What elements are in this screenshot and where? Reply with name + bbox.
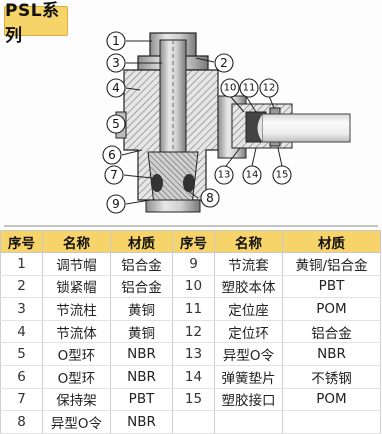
cell-name: 定位环 (214, 320, 283, 344)
cell-no: 10 (172, 275, 215, 299)
cell-no: 14 (172, 365, 215, 389)
callout-4: 4 (112, 81, 120, 95)
fitting-section-diagram: 1 2 3 4 5 6 7 8 9 10 11 12 13 14 15 (4, 31, 378, 227)
header-no: 序号 (0, 230, 43, 253)
callout-5: 5 (112, 117, 120, 131)
cell-material: 铝合金 (110, 275, 173, 299)
header-no: 序号 (172, 230, 215, 253)
table-row: 4 节流体 黄铜 12 定位环 铝合金 (0, 320, 381, 344)
cell-material: 铝合金 (282, 320, 381, 344)
callout-9: 9 (112, 197, 120, 211)
cell-material: 不锈钢 (282, 365, 381, 389)
cell-name: 锁紧帽 (42, 275, 111, 299)
table-row: 8 异型O令 NBR (0, 410, 381, 434)
cell-name: 节流体 (42, 320, 111, 344)
cell-material: 黄铜 (110, 320, 173, 344)
cross-section-drawing: PSL系列 (4, 1, 378, 227)
cell-no: 5 (0, 342, 43, 366)
cell-no: 2 (0, 275, 43, 299)
cell-material: 铝合金 (110, 252, 173, 276)
cell-name: 节流柱 (42, 297, 111, 321)
cell-no: 15 (172, 388, 215, 412)
callout-7: 7 (110, 168, 118, 182)
cell-material: 黄铜/铝合金 (282, 252, 381, 276)
cell-material: 黄铜 (110, 297, 173, 321)
cell-no: 12 (172, 320, 215, 344)
cell-no: 13 (172, 342, 215, 366)
cell-material: POM (282, 297, 381, 321)
cell-name: 弹簧垫片 (214, 365, 283, 389)
table-row: 2 锁紧帽 铝合金 10 塑胶本体 PBT (0, 275, 381, 299)
cell-no: 3 (0, 297, 43, 321)
cell-material: PBT (110, 388, 173, 412)
cell-material: POM (282, 388, 381, 412)
callout-15: 15 (276, 170, 289, 181)
table-row: 7 保持架 PBT 15 塑胶接口 POM (0, 388, 381, 412)
header-name: 名称 (214, 230, 283, 253)
series-title: PSL系列 (4, 1, 68, 46)
header-material: 材质 (282, 230, 381, 253)
table-row: 5 O型环 NBR 13 异型O令 NBR (0, 342, 381, 366)
callout-2: 2 (220, 56, 228, 70)
cell-name: 调节帽 (42, 252, 111, 276)
cell-name: O型环 (42, 342, 111, 366)
cell-name: 塑胶本体 (214, 275, 283, 299)
cell-no: 9 (172, 252, 215, 276)
cell-no: 7 (0, 388, 43, 412)
cell-name: 保持架 (42, 388, 111, 412)
cell-name: 异型O令 (214, 342, 283, 366)
cell-name: 定位座 (214, 297, 283, 321)
cell-material: NBR (110, 342, 173, 366)
cell-name: 节流套 (214, 252, 283, 276)
cell-material: NBR (282, 342, 381, 366)
cell-name: 塑胶接口 (214, 388, 283, 412)
cell-no: 11 (172, 297, 215, 321)
callout-6: 6 (108, 148, 116, 162)
table-row: 1 调节帽 铝合金 9 节流套 黄铜/铝合金 (0, 252, 381, 276)
cell-name: 异型O令 (42, 410, 111, 434)
parts-table-header: 序号 名称 材质 序号 名称 材质 (0, 230, 381, 253)
callout-3: 3 (112, 56, 120, 70)
table-row: 6 O型环 NBR 14 弹簧垫片 不锈钢 (0, 365, 381, 389)
callout-12: 12 (263, 83, 276, 94)
callout-1: 1 (112, 34, 120, 48)
callout-8: 8 (206, 191, 214, 205)
parts-table: 序号 名称 材质 序号 名称 材质 1 调节帽 铝合金 9 节流套 黄铜/铝合金… (0, 230, 381, 434)
cell-no: 4 (0, 320, 43, 344)
callout-13: 13 (218, 170, 231, 181)
header-material: 材质 (110, 230, 173, 253)
callout-10: 10 (224, 83, 237, 94)
table-row: 3 节流柱 黄铜 11 定位座 POM (0, 297, 381, 321)
cell-no: 6 (0, 365, 43, 389)
header-name: 名称 (42, 230, 111, 253)
cell-no: 1 (0, 252, 43, 276)
callout-14: 14 (246, 170, 259, 181)
cell-material: PBT (282, 275, 381, 299)
callout-11: 11 (243, 83, 256, 94)
cell-name: O型环 (42, 365, 111, 389)
cell-material: NBR (110, 365, 173, 389)
